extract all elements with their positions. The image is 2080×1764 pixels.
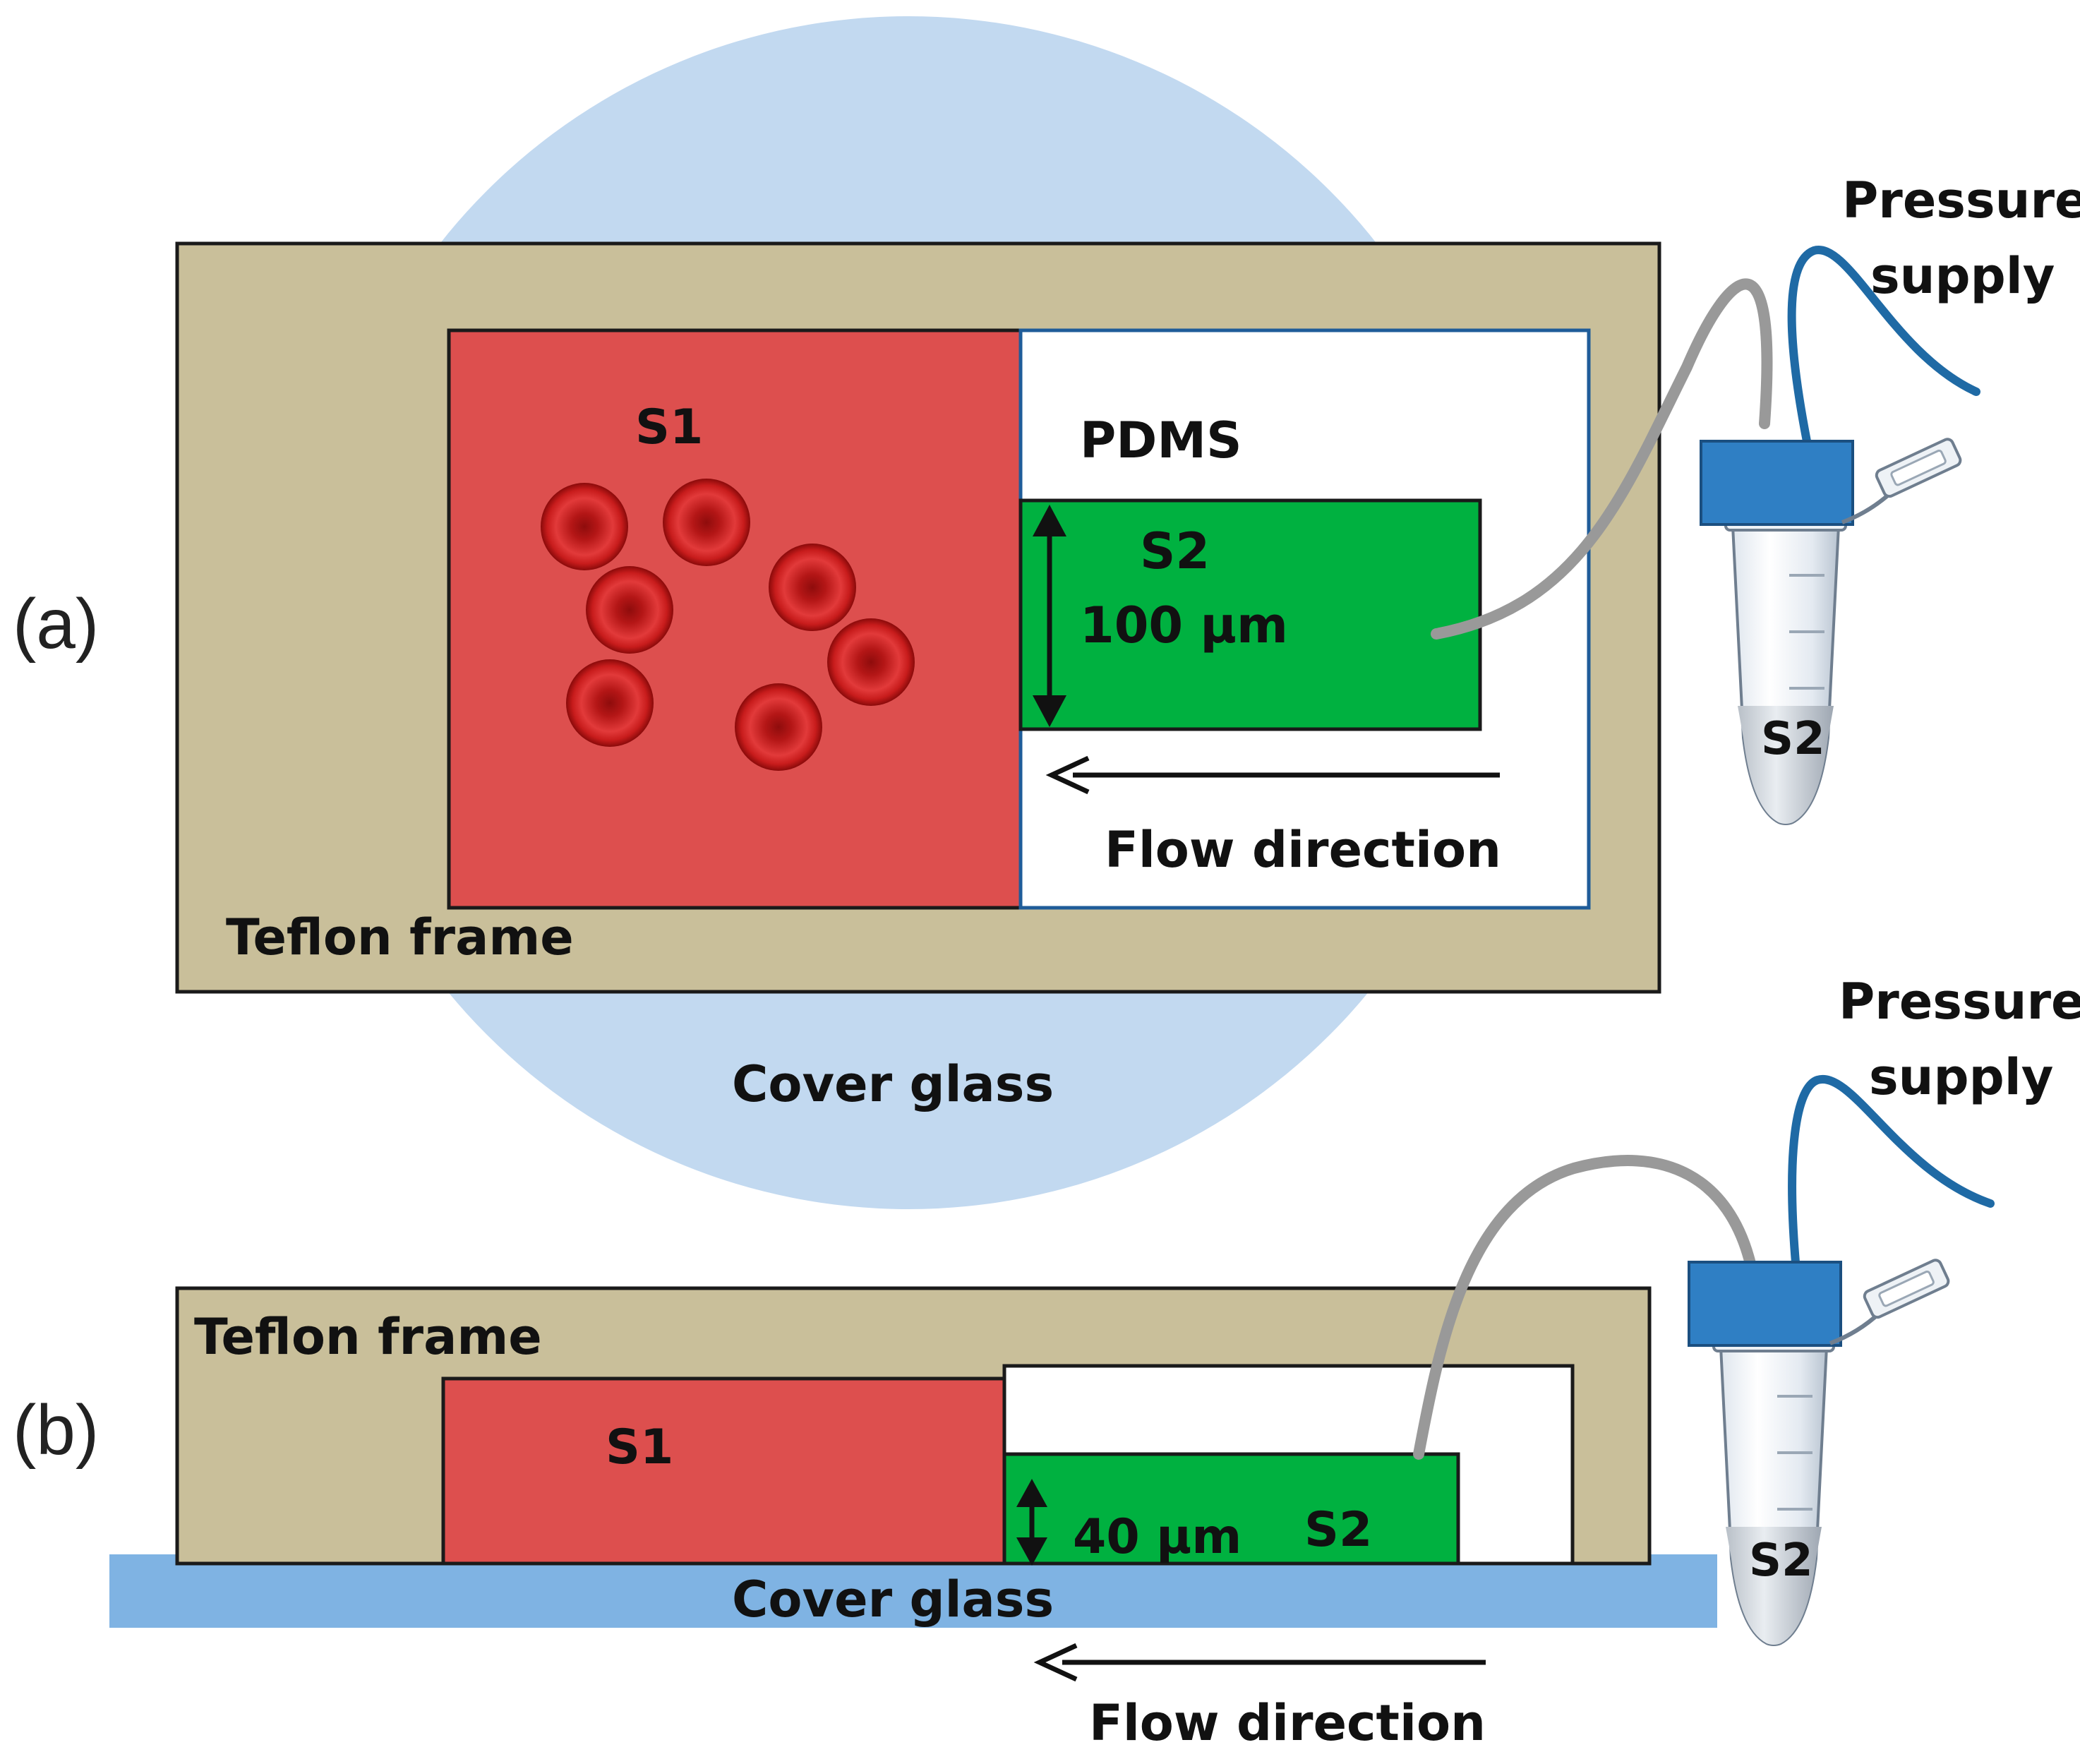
panel-b: (b) Pressure supply Teflon frame S1 40 μ… bbox=[13, 973, 2080, 1752]
microcentrifuge-tube-icon bbox=[1701, 438, 1962, 824]
double-arrow-icon bbox=[1016, 1479, 1047, 1566]
red-blood-cell-icon bbox=[769, 544, 856, 631]
left-arrow-icon bbox=[1033, 1643, 1486, 1682]
blue-tube-b bbox=[1788, 1074, 1995, 1275]
cover-glass-label-b: Cover glass bbox=[732, 1571, 1054, 1628]
supply-label-a: supply bbox=[1870, 247, 2055, 305]
pressure-label-b: Pressure bbox=[1839, 973, 2080, 1031]
channel-height-b: 40 μm bbox=[1073, 1509, 1242, 1565]
cover-glass-label-a: Cover glass bbox=[732, 1055, 1054, 1113]
red-blood-cell-icon bbox=[663, 479, 750, 566]
left-arrow-icon bbox=[1045, 755, 1500, 795]
s1-label-b: S1 bbox=[606, 1420, 673, 1475]
red-blood-cell-icon bbox=[735, 683, 822, 771]
s1-chamber-b bbox=[441, 1376, 1006, 1566]
panel-label-b: (b) bbox=[13, 1391, 99, 1470]
panel-a: (a) Pressure supply S1 PDMS S2 100 μm Fl… bbox=[13, 16, 2080, 1209]
pressure-label-a: Pressure bbox=[1842, 172, 2080, 229]
s1-label-a: S1 bbox=[635, 400, 703, 455]
s2-label-b: S2 bbox=[1304, 1502, 1372, 1558]
s2-channel-b bbox=[1002, 1452, 1460, 1566]
flow-direction-label-b: Flow direction bbox=[1089, 1694, 1486, 1752]
cover-glass-slab bbox=[109, 1554, 1717, 1628]
red-blood-cell-icon bbox=[566, 659, 654, 747]
teflon-frame-label-b: Teflon frame bbox=[194, 1308, 542, 1366]
gray-tube-a bbox=[1431, 278, 1773, 640]
red-blood-cell-icon bbox=[586, 566, 673, 654]
double-arrow-icon bbox=[1033, 505, 1066, 727]
blue-tube-a bbox=[1787, 246, 1980, 445]
teflon-frame-label-a: Teflon frame bbox=[226, 908, 574, 966]
s1-chamber-a bbox=[447, 328, 1023, 910]
red-blood-cell-icon bbox=[827, 618, 915, 706]
red-blood-cell-icon bbox=[541, 483, 628, 570]
flow-direction-label-a: Flow direction bbox=[1105, 821, 1501, 879]
gray-tube-b bbox=[1413, 1155, 1756, 1460]
vial-label-b: S2 bbox=[1749, 1535, 1813, 1587]
s2-label-a: S2 bbox=[1140, 522, 1210, 580]
vial-label-a: S2 bbox=[1761, 713, 1825, 765]
microcentrifuge-tube-icon bbox=[1689, 1259, 1950, 1645]
panel-label-a: (a) bbox=[13, 584, 99, 664]
s2-channel-a bbox=[1018, 498, 1482, 731]
channel-height-a: 100 μm bbox=[1080, 596, 1288, 654]
pdms-label: PDMS bbox=[1080, 412, 1242, 469]
supply-label-b: supply bbox=[1869, 1048, 2053, 1106]
